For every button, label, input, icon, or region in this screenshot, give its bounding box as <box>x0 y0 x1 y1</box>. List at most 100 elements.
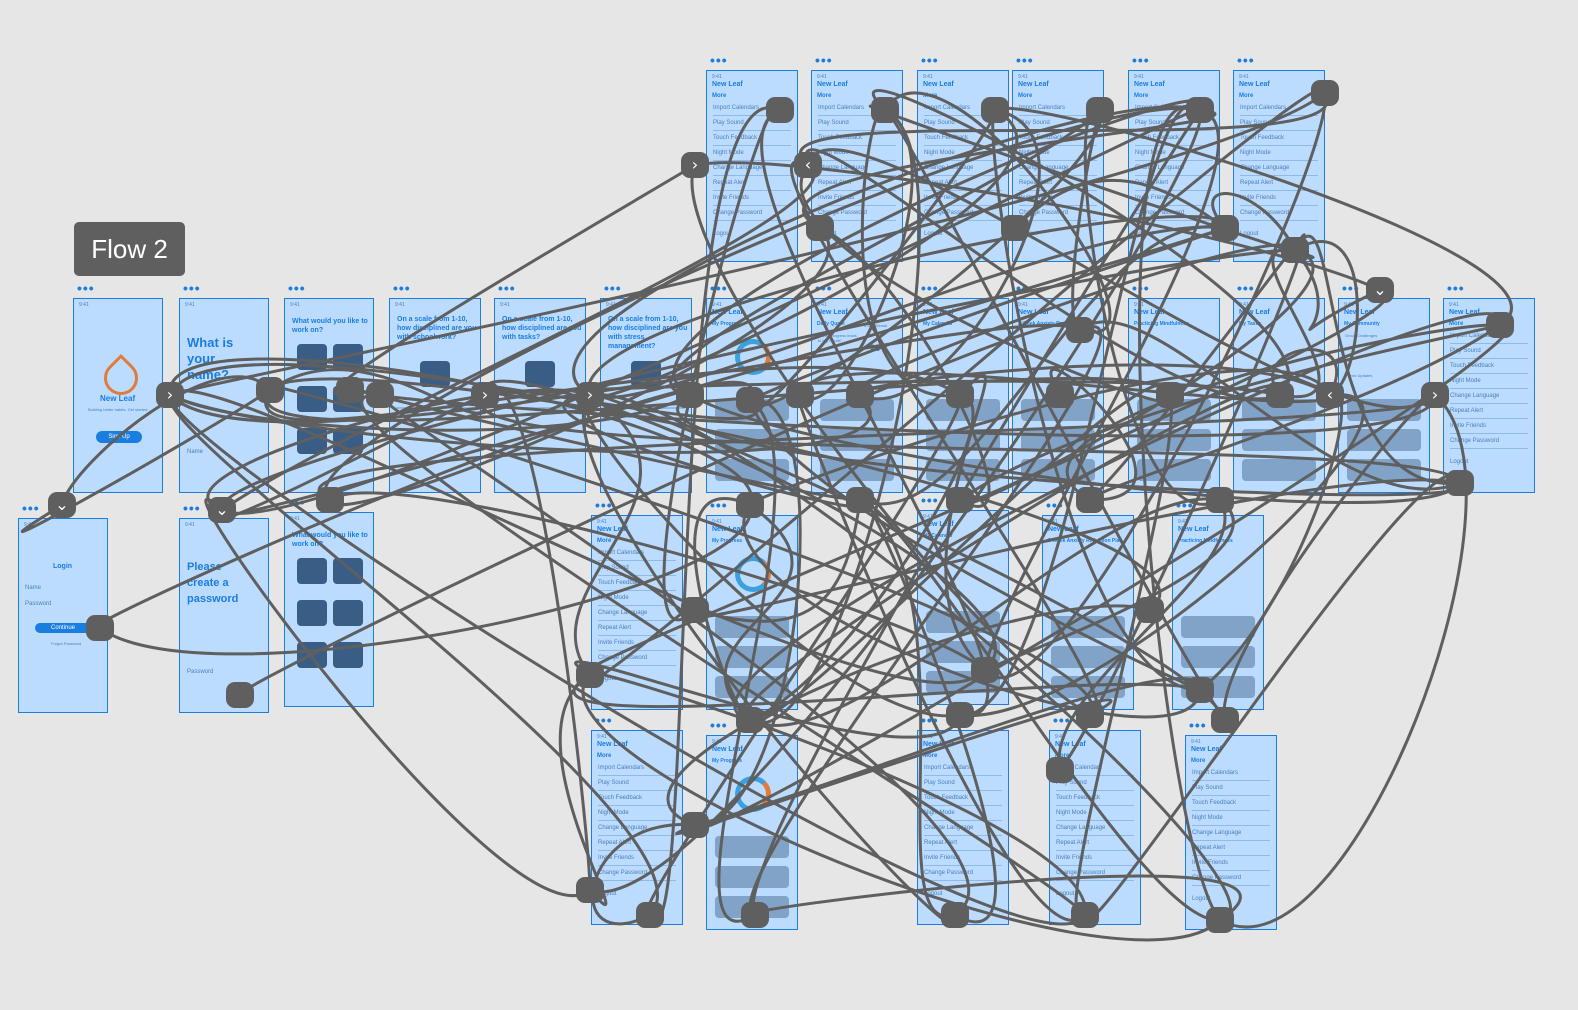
login-name-field[interactable]: Name <box>25 585 42 591</box>
content-card[interactable] <box>715 836 789 858</box>
content-card[interactable] <box>1181 646 1255 668</box>
content-card[interactable] <box>926 641 1000 663</box>
flow-label[interactable]: Flow 2 <box>74 222 185 276</box>
content-card[interactable] <box>926 671 1000 693</box>
content-card[interactable] <box>715 896 789 918</box>
menu-item[interactable]: Change Language <box>924 165 974 171</box>
menu-item[interactable]: Change Language <box>1450 393 1500 399</box>
logout-button[interactable]: Logout <box>713 231 732 237</box>
rating-slider[interactable] <box>501 407 579 409</box>
menu-item[interactable]: Play Sound <box>1135 120 1166 126</box>
frame-menu-dots[interactable]: ••• <box>815 52 833 68</box>
logout-button[interactable]: Logout <box>1240 231 1259 237</box>
rating-slider[interactable] <box>607 407 685 409</box>
frame-menu-dots[interactable]: ••• <box>921 712 939 728</box>
menu-item[interactable]: Touch Feedback <box>1056 795 1101 801</box>
frame-menu-dots[interactable]: ••• <box>183 280 201 296</box>
menu-item[interactable]: Night Mode <box>924 810 955 816</box>
menu-item[interactable]: Touch Feedback <box>1192 800 1237 806</box>
menu-item[interactable]: Play Sound <box>598 780 629 786</box>
menu-item[interactable]: Change Password <box>1192 875 1242 881</box>
content-card[interactable] <box>715 866 789 888</box>
menu-item[interactable]: Touch Feedback <box>924 135 969 141</box>
menu-item[interactable]: Change Password <box>1056 870 1106 876</box>
frame-menu-dots[interactable]: ••• <box>921 280 939 296</box>
logout-button[interactable]: Logout <box>1056 891 1075 897</box>
continue-button[interactable]: Continue <box>35 623 91 633</box>
menu-item[interactable]: Change Language <box>924 825 974 831</box>
content-card[interactable] <box>926 459 1000 481</box>
menu-item[interactable]: Change Password <box>598 655 648 661</box>
menu-item[interactable]: Invite Friends <box>818 195 855 201</box>
menu-item[interactable]: Play Sound <box>1056 780 1087 786</box>
menu-item[interactable]: Import Calendars <box>1135 105 1182 111</box>
focus-tile[interactable] <box>333 600 363 626</box>
frame-menu-dots[interactable]: ••• <box>921 492 939 508</box>
menu-item[interactable]: Import Calendars <box>1056 765 1103 771</box>
menu-item[interactable]: Change Language <box>1240 165 1290 171</box>
menu-item[interactable]: Invite Friends <box>1450 423 1487 429</box>
focus-tile[interactable] <box>297 558 327 584</box>
menu-item[interactable]: Touch Feedback <box>1019 135 1064 141</box>
frame-menu-dots[interactable]: ••• <box>1053 712 1071 728</box>
logout-button[interactable]: Logout <box>1019 231 1038 237</box>
frame-menu-dots[interactable]: ••• <box>1176 497 1194 513</box>
focus-tile[interactable] <box>297 428 327 454</box>
menu-item[interactable]: Night Mode <box>924 150 955 156</box>
content-card[interactable] <box>1181 616 1255 638</box>
content-card[interactable] <box>926 429 1000 451</box>
logout-button[interactable]: Logout <box>1135 231 1154 237</box>
menu-item[interactable]: Play Sound <box>1192 785 1223 791</box>
frame-menu-dots[interactable]: ••• <box>921 52 939 68</box>
menu-item[interactable]: Repeat Alert <box>598 625 632 631</box>
content-card[interactable] <box>715 459 789 481</box>
focus-tile[interactable] <box>297 642 327 668</box>
menu-item[interactable]: Change Language <box>598 610 648 616</box>
menu-item[interactable]: Change Password <box>598 870 648 876</box>
menu-item[interactable]: Change Language <box>713 165 763 171</box>
content-card[interactable] <box>1181 676 1255 698</box>
menu-item[interactable]: Import Calendars <box>924 105 971 111</box>
menu-item[interactable]: Invite Friends <box>1192 860 1229 866</box>
content-card[interactable] <box>1137 459 1211 481</box>
content-card[interactable] <box>926 399 1000 421</box>
menu-item[interactable]: Repeat Alert <box>1192 845 1226 851</box>
content-card[interactable] <box>715 429 789 451</box>
frame-menu-dots[interactable]: ••• <box>393 280 411 296</box>
frame-menu-dots[interactable]: ••• <box>288 280 306 296</box>
content-card[interactable] <box>715 676 789 698</box>
content-card[interactable] <box>926 611 1000 633</box>
logout-button[interactable]: Logout <box>818 231 837 237</box>
content-card[interactable] <box>1137 399 1211 421</box>
frame-menu-dots[interactable]: ••• <box>710 52 728 68</box>
rating-slider[interactable] <box>396 407 474 409</box>
content-card[interactable] <box>1137 429 1211 451</box>
content-card[interactable] <box>1242 429 1316 451</box>
menu-item[interactable]: Change Password <box>924 870 974 876</box>
menu-item[interactable]: Change Language <box>818 165 868 171</box>
frame-menu-dots[interactable]: ••• <box>288 494 306 510</box>
content-card[interactable] <box>820 399 894 421</box>
menu-item[interactable]: Invite Friends <box>924 855 961 861</box>
focus-tile[interactable] <box>333 344 363 370</box>
menu-item[interactable]: Play Sound <box>818 120 849 126</box>
menu-item[interactable]: Night Mode <box>1240 150 1271 156</box>
content-card[interactable] <box>715 646 789 668</box>
menu-item[interactable]: Import Calendars <box>598 765 645 771</box>
menu-item[interactable]: Repeat Alert <box>818 180 852 186</box>
